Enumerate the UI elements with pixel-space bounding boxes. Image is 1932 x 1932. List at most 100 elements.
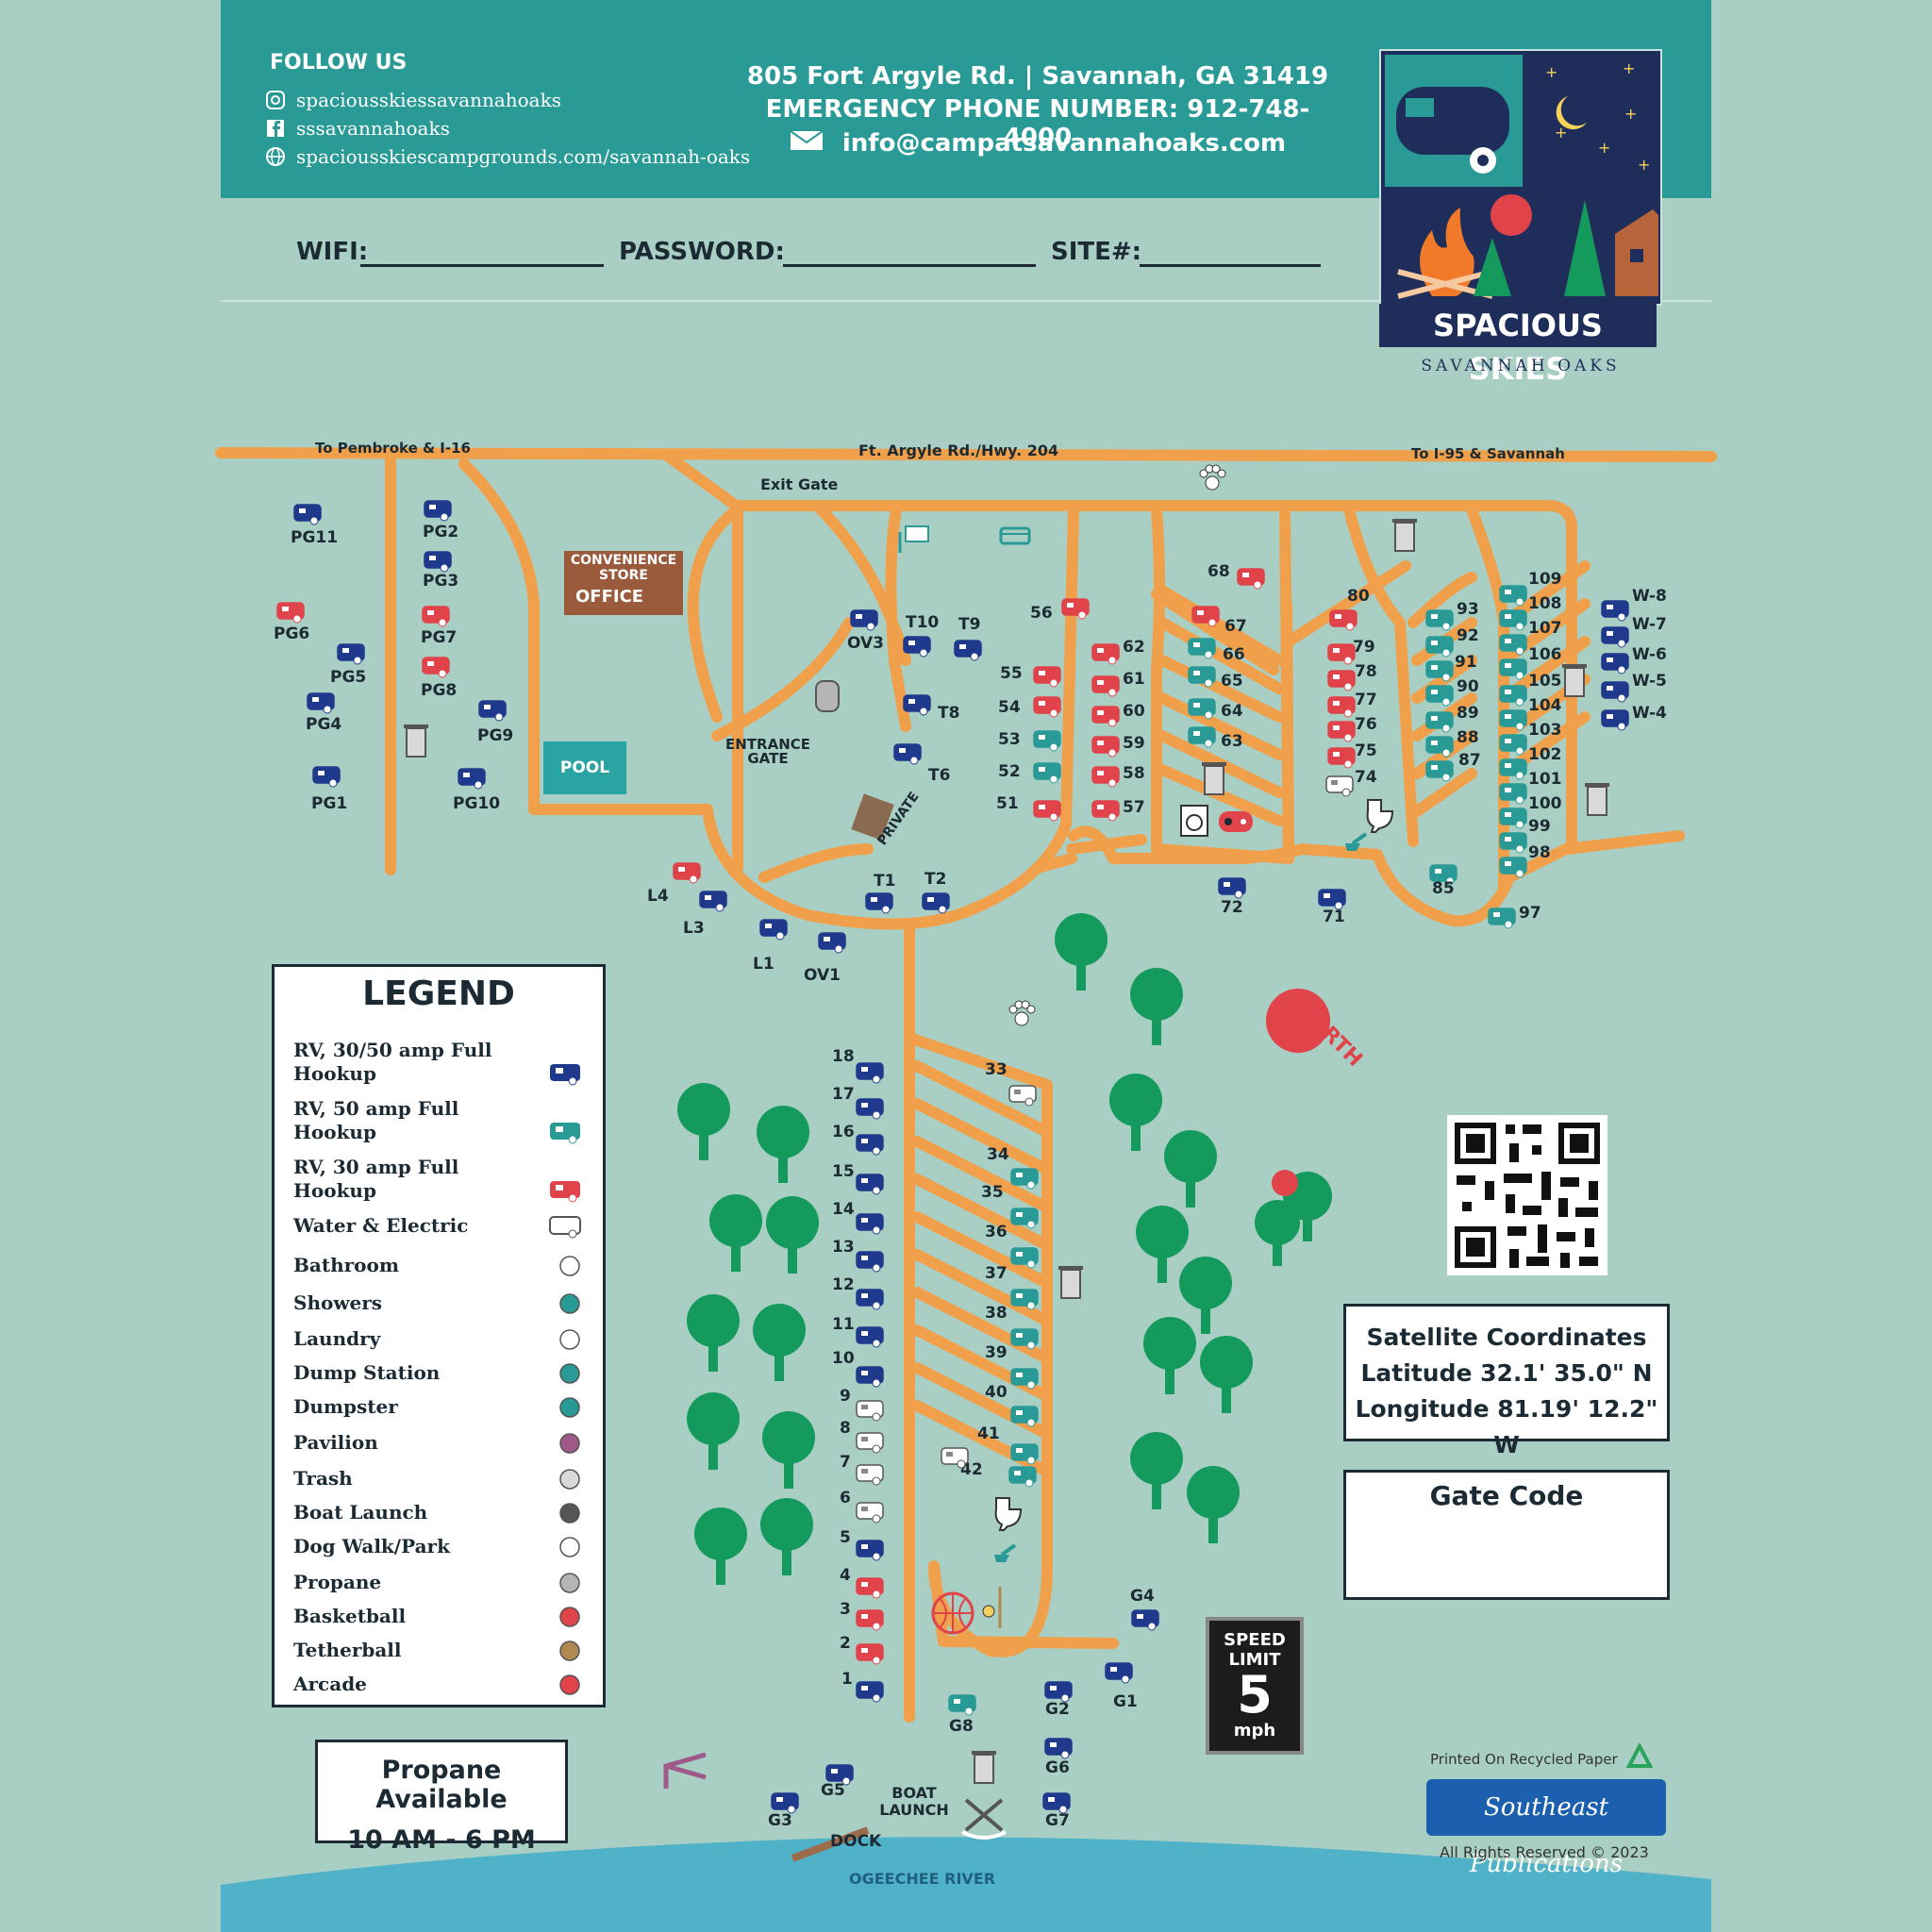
rv-site-icon[interactable]: [855, 1211, 887, 1240]
rv-site-icon[interactable]: [1043, 1736, 1075, 1764]
rv-site-icon[interactable]: [1009, 1441, 1041, 1470]
rv-site-icon[interactable]: [306, 691, 338, 719]
rv-site-icon[interactable]: [892, 741, 924, 770]
rv-site-icon[interactable]: [421, 655, 453, 683]
rv-site-icon[interactable]: [1326, 694, 1358, 723]
rv-site-icon[interactable]: [1498, 683, 1530, 711]
rv-site-icon[interactable]: [855, 1249, 887, 1277]
rv-site-icon[interactable]: [855, 1132, 887, 1160]
rv-site-icon[interactable]: [1498, 657, 1530, 685]
rv-site-icon[interactable]: [1009, 1287, 1041, 1315]
rv-site-icon[interactable]: [855, 1538, 887, 1566]
rv-site-icon[interactable]: [1091, 641, 1123, 670]
rv-site-icon[interactable]: [864, 891, 896, 919]
rv-site-icon[interactable]: [1191, 604, 1223, 632]
rv-site-icon[interactable]: [855, 1575, 887, 1604]
rv-site-icon[interactable]: [698, 889, 730, 917]
rv-site-icon[interactable]: [1032, 694, 1064, 723]
rv-site-icon[interactable]: [672, 860, 704, 889]
rv-site-icon[interactable]: [1498, 781, 1530, 809]
rv-site-icon[interactable]: [1424, 709, 1457, 738]
rv-site-icon[interactable]: [311, 764, 343, 792]
rv-site-icon[interactable]: [817, 930, 849, 958]
rv-site-icon[interactable]: [1009, 1206, 1041, 1234]
rv-site-icon[interactable]: [849, 608, 881, 636]
rv-site-icon[interactable]: [1032, 664, 1064, 692]
rv-site-icon[interactable]: [1104, 1660, 1136, 1689]
rv-site-icon[interactable]: [902, 634, 934, 662]
facebook-link[interactable]: sssavannahoaks: [264, 117, 450, 140]
rv-site-icon[interactable]: [855, 1462, 887, 1491]
rv-site-icon[interactable]: [947, 1692, 979, 1721]
rv-site-icon[interactable]: [1009, 1245, 1041, 1274]
rv-site-icon[interactable]: [1424, 734, 1457, 762]
rv-site-icon[interactable]: [1187, 724, 1219, 753]
rv-site-icon[interactable]: [1317, 887, 1349, 915]
rv-site-icon[interactable]: [1326, 719, 1358, 747]
rv-site-icon[interactable]: [855, 1096, 887, 1124]
rv-site-icon[interactable]: [855, 1679, 887, 1707]
rv-site-icon[interactable]: [1217, 875, 1249, 904]
rv-site-icon[interactable]: [1009, 1326, 1041, 1355]
rv-site-icon[interactable]: [457, 766, 489, 794]
rv-site-icon[interactable]: [1424, 758, 1457, 787]
rv-site-icon[interactable]: [953, 638, 985, 666]
rv-site-icon[interactable]: [855, 1364, 887, 1392]
rv-site-icon[interactable]: [275, 600, 308, 628]
rv-site-icon[interactable]: [1009, 1404, 1041, 1432]
rv-site-icon[interactable]: [1600, 598, 1632, 626]
instagram-link[interactable]: spaciousskiessavannahoaks: [264, 89, 561, 111]
rv-site-icon[interactable]: [1600, 625, 1632, 653]
rv-site-icon[interactable]: [1032, 798, 1064, 826]
rv-site-icon[interactable]: [1424, 683, 1457, 711]
rv-site-icon[interactable]: [1130, 1607, 1162, 1636]
rv-site-icon[interactable]: [1600, 708, 1632, 736]
qr-code[interactable]: [1447, 1115, 1607, 1275]
rv-site-icon[interactable]: [1424, 634, 1457, 662]
rv-site-icon[interactable]: [1091, 674, 1123, 702]
rv-site-icon[interactable]: [477, 698, 509, 726]
rv-site-icon[interactable]: [1091, 798, 1123, 826]
rv-site-icon[interactable]: [824, 1762, 857, 1790]
rv-site-icon[interactable]: [1091, 704, 1123, 732]
rv-site-icon[interactable]: [1008, 1464, 1040, 1492]
rv-site-icon[interactable]: [1498, 632, 1530, 660]
rv-site-icon[interactable]: [855, 1430, 887, 1458]
rv-site-icon[interactable]: [1498, 830, 1530, 858]
rv-site-icon[interactable]: [1600, 651, 1632, 679]
rv-site-icon[interactable]: [1498, 732, 1530, 760]
rv-site-icon[interactable]: [1428, 862, 1460, 891]
rv-site-icon[interactable]: [1498, 583, 1530, 611]
rv-site-icon[interactable]: [1187, 664, 1219, 692]
rv-site-icon[interactable]: [855, 1398, 887, 1426]
rv-site-icon[interactable]: [1326, 668, 1358, 696]
rv-site-icon[interactable]: [902, 692, 934, 721]
rv-site-icon[interactable]: [855, 1500, 887, 1528]
rv-site-icon[interactable]: [423, 498, 455, 526]
rv-site-icon[interactable]: [292, 502, 325, 530]
rv-site-icon[interactable]: [1009, 1366, 1041, 1394]
rv-site-icon[interactable]: [1487, 906, 1519, 934]
website-link[interactable]: spaciousskiescampgrounds.com/savannah-oa…: [264, 145, 750, 168]
rv-site-icon[interactable]: [1326, 641, 1358, 670]
rv-site-icon[interactable]: [855, 1324, 887, 1353]
email-link[interactable]: info@campatsavannahoaks.com: [736, 129, 1340, 158]
rv-site-icon[interactable]: [1424, 608, 1457, 636]
rv-site-icon[interactable]: [1091, 764, 1123, 792]
rv-site-icon[interactable]: [421, 604, 453, 632]
rv-site-icon[interactable]: [1008, 1083, 1040, 1111]
rv-site-icon[interactable]: [770, 1790, 802, 1819]
rv-site-icon[interactable]: [855, 1287, 887, 1315]
rv-site-icon[interactable]: [855, 1060, 887, 1089]
rv-site-icon[interactable]: [1498, 855, 1530, 883]
rv-site-icon[interactable]: [1091, 734, 1123, 762]
rv-site-icon[interactable]: [1060, 596, 1092, 625]
rv-site-icon[interactable]: [855, 1172, 887, 1200]
rv-site-icon[interactable]: [1328, 608, 1360, 636]
rv-site-icon[interactable]: [921, 891, 953, 919]
rv-site-icon[interactable]: [855, 1641, 887, 1670]
rv-site-icon[interactable]: [1498, 708, 1530, 736]
rv-site-icon[interactable]: [1041, 1790, 1074, 1819]
pool[interactable]: POOL: [543, 741, 626, 794]
rv-site-icon[interactable]: [1498, 806, 1530, 834]
